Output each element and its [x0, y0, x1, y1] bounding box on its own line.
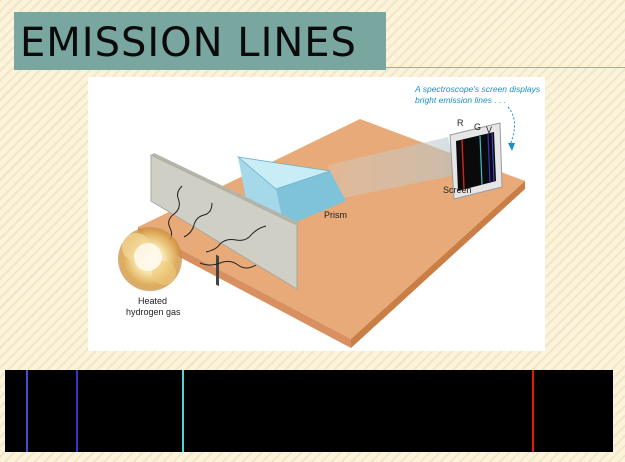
caption-line-1: A spectroscope's screen displays — [414, 84, 541, 94]
label-prism: Prism — [324, 210, 347, 220]
heated-gas-cloud — [118, 227, 182, 291]
caption-line-2: bright emission lines . . . — [415, 95, 506, 105]
emission-spectrum — [5, 370, 613, 452]
label-gas-line-1: Heated — [138, 296, 167, 306]
slit-panel — [150, 154, 298, 290]
spectral-line-4 — [532, 370, 534, 452]
spectroscope-diagram: A spectroscope's screen displays bright … — [118, 84, 541, 348]
screen-letter-g: G — [474, 122, 481, 132]
slide-title: EMISSION LINES — [20, 20, 357, 66]
screen-letter-v: V — [486, 125, 492, 135]
table-edge-front — [351, 181, 525, 348]
light-ray — [199, 260, 257, 269]
spectral-line-3 — [182, 370, 184, 452]
label-gas-line-2: hydrogen gas — [126, 307, 181, 317]
light-ray — [183, 202, 213, 238]
spectroscope-illustration: A spectroscope's screen displays bright … — [88, 77, 545, 351]
light-beam — [328, 137, 456, 199]
spectroscope-screen — [449, 122, 503, 200]
title-rule — [386, 67, 625, 68]
spectral-line-1 — [26, 370, 28, 452]
title-box: EMISSION LINES — [14, 12, 386, 70]
spectral-line-2 — [76, 370, 78, 452]
label-screen: Screen — [443, 185, 472, 195]
table-edge-left — [138, 227, 351, 348]
screen-letter-r: R — [457, 118, 464, 128]
light-ray — [205, 225, 267, 253]
slit — [216, 254, 219, 287]
prism — [236, 156, 346, 227]
light-ray — [167, 185, 183, 243]
caption-arrow — [507, 106, 515, 146]
